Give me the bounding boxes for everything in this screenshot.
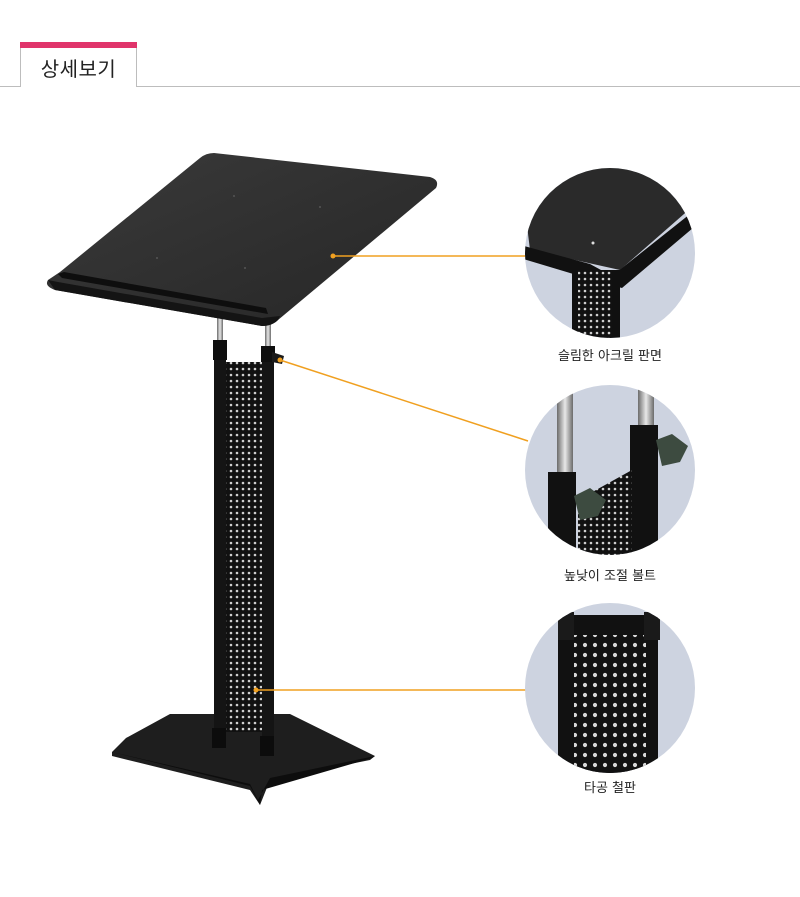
detail-circle-height-bolt (525, 385, 695, 555)
caption-perforated-plate: 타공 철판 (584, 781, 636, 796)
lectern-base (112, 714, 375, 805)
section-tab-header: 상세보기 (0, 0, 800, 90)
lectern-columns (212, 318, 284, 756)
tab-accent-bar (20, 42, 137, 48)
caption-acrylic-top: 슬림한 아크릴 판면 (558, 349, 662, 364)
caption-height-bolt: 높낮이 조절 볼트 (564, 569, 656, 584)
detail-circle-perforated-plate (525, 603, 695, 773)
header-divider-right (136, 86, 800, 87)
callout-leaders (253, 253, 529, 693)
detail-circle-acrylic-top (525, 168, 695, 338)
tab-box (20, 48, 137, 87)
section-title: 상세보기 (40, 57, 117, 81)
header-divider-left (0, 86, 20, 87)
lectern-tabletop (46, 153, 438, 326)
